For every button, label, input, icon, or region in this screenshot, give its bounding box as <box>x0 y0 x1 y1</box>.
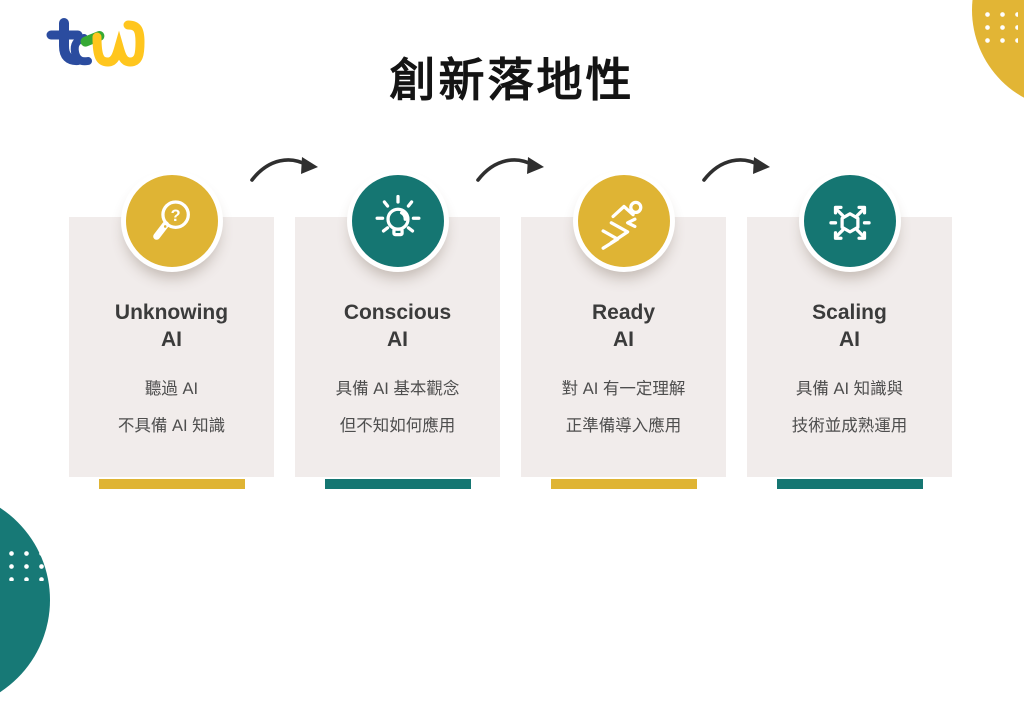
dot-grid-top-right <box>978 6 1018 46</box>
magnifier-question-icon: ? <box>152 200 190 240</box>
stage-card-unknowing-ai: ? Unknowing AI 聽過 AI 不具備 AI 知識 <box>69 170 274 489</box>
flow-arrow-2 <box>476 157 544 182</box>
stage-card-scaling-ai: Scaling AI 具備 AI 知識與 技術並成熟運用 <box>747 170 952 489</box>
lightbulb-icon <box>375 194 420 237</box>
stage-description: 對 AI 有一定理解 正準備導入應用 <box>561 380 686 435</box>
stage-description: 聽過 AI 不具備 AI 知識 <box>117 380 226 435</box>
corner-circle-bottom-left <box>0 490 50 710</box>
stage-icon-circle: ? <box>120 170 223 272</box>
brand-logo <box>46 18 145 67</box>
scale-expand-icon <box>828 205 871 240</box>
svg-text:?: ? <box>170 207 180 225</box>
logo-yellow-w <box>92 20 145 67</box>
stage-title: Ready AI <box>591 301 656 351</box>
stage-icon-circle <box>798 170 901 272</box>
stage-icon-circle <box>346 170 449 272</box>
runner-icon <box>601 200 642 250</box>
stage-title: Conscious AI <box>343 301 452 351</box>
stage-accent-bar <box>776 479 923 489</box>
stage-title: Scaling AI <box>812 301 887 351</box>
dot-grid-bottom-left <box>2 545 44 581</box>
stage-icon-circle <box>572 170 675 272</box>
stage-card-ready-ai: Ready AI 對 AI 有一定理解 正準備導入應用 <box>521 170 726 489</box>
stage-description: 具備 AI 知識與 技術並成熟運用 <box>791 380 908 435</box>
flow-arrow-1 <box>250 157 318 182</box>
stage-card-conscious-ai: Conscious AI 具備 AI 基本觀念 但不知如何應用 <box>295 170 500 489</box>
stage-description: 具備 AI 基本觀念 但不知如何應用 <box>335 380 460 435</box>
stage-accent-bar <box>550 479 697 489</box>
stage-accent-bar <box>98 479 245 489</box>
page-title: 創新落地性 <box>389 54 635 106</box>
stage-accent-bar <box>324 479 471 489</box>
stage-title: Unknowing AI <box>114 301 229 351</box>
flow-arrow-3 <box>702 157 770 182</box>
